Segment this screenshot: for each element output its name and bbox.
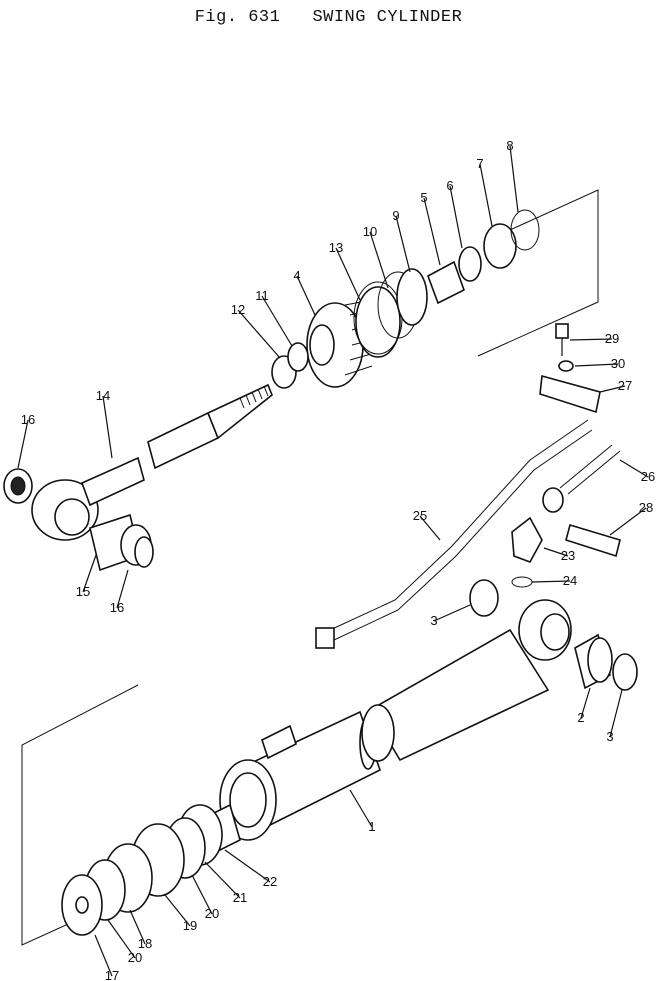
callout-leader-22 (164, 894, 191, 927)
callout-label-6: 4 (293, 268, 300, 283)
callout-leader-18 (17, 419, 29, 469)
callout-leader-1 (349, 789, 373, 828)
callout-leader-9 (479, 163, 493, 227)
clamp-28 (565, 523, 621, 558)
callout-leader-3 (433, 604, 471, 622)
callout-layer: 1233456789101112131415161617181920202122… (17, 138, 655, 981)
tube-25 (315, 419, 593, 649)
fig-title: SWING CYLINDER (312, 8, 463, 27)
ring-11 (287, 342, 309, 372)
group-boundary-lower (21, 684, 139, 946)
callout-label-16: 14 (96, 388, 110, 403)
washer-30 (558, 360, 574, 372)
callout-label-3: 3 (430, 613, 437, 628)
callout-label-25: 21 (233, 890, 247, 905)
callout-leader-10 (509, 145, 519, 213)
piston-rod-part (31, 383, 273, 541)
elbow-23 (511, 516, 543, 563)
callout-label-1: 1 (368, 819, 375, 834)
callout-leader-16 (102, 395, 113, 459)
title-kana: スイング シリンダ (0, 0, 657, 8)
fig-label: Fig. 631 (194, 8, 281, 27)
seal-3-upper (469, 579, 499, 617)
ring-9 (396, 268, 428, 326)
callout-leader-12 (369, 231, 389, 289)
callout-leader-17 (82, 554, 97, 593)
callout-label-19: 16 (110, 600, 124, 615)
callout-leader-20 (94, 934, 113, 977)
callout-leader-33 (569, 338, 613, 341)
callout-label-20: 17 (105, 968, 119, 981)
head-17 (61, 874, 103, 936)
callout-leader-28 (531, 580, 571, 583)
callout-leader-13 (261, 295, 293, 347)
seal-3-right (612, 653, 638, 691)
bushing-5 (427, 260, 465, 305)
callout-leader-4 (609, 689, 623, 738)
callout-label-26: 22 (263, 874, 277, 889)
callout-leader-25 (204, 861, 241, 899)
callout-label-12: 10 (363, 224, 377, 239)
callout-label-27: 23 (561, 548, 575, 563)
callout-leader-21 (129, 909, 146, 945)
callout-label-13: 11 (255, 288, 269, 303)
callout-leader-27 (543, 547, 569, 557)
tube-26 (542, 444, 621, 513)
bushing-2 (574, 633, 613, 690)
callout-leader-19 (116, 569, 129, 609)
cylinder-barrel-part (219, 710, 381, 841)
callout-label-29: 25 (413, 508, 427, 523)
callout-label-21: 18 (138, 936, 152, 951)
callout-label-17: 15 (76, 584, 90, 599)
callout-leader-11 (395, 215, 411, 273)
callout-leader-7 (423, 197, 441, 266)
callout-label-32: 28 (639, 500, 653, 515)
seal-6 (458, 246, 482, 282)
figure-title: スイング シリンダ Fig. 631 SWING CYLINDER (0, 0, 657, 27)
callout-leader-32 (609, 507, 647, 536)
callout-leader-31 (599, 385, 626, 393)
callout-leader-34 (574, 363, 619, 367)
callout-label-30: 26 (641, 469, 655, 484)
callout-label-33: 29 (605, 331, 619, 346)
callout-leader-26 (224, 849, 271, 883)
callout-label-31: 27 (618, 378, 632, 393)
callout-leader-8 (449, 185, 463, 249)
callout-label-34: 30 (611, 356, 625, 371)
callout-label-18: 16 (21, 412, 35, 427)
callout-label-15: 13 (329, 240, 343, 255)
group-boundary-upper (477, 189, 599, 357)
seal-16-lower (134, 536, 154, 568)
callout-label-14: 12 (231, 302, 245, 317)
bolt-29 (555, 323, 569, 356)
callout-leader-24 (191, 874, 213, 915)
callout-label-22: 19 (183, 918, 197, 933)
callout-label-8: 6 (446, 178, 453, 193)
cylinder-tube-part (361, 599, 572, 762)
callout-label-24: 20 (205, 906, 219, 921)
callout-leader-14 (237, 309, 281, 359)
callout-leader-6 (296, 275, 316, 316)
callout-label-28: 24 (563, 573, 577, 588)
callout-leader-29 (419, 515, 441, 541)
callout-leader-30 (619, 459, 649, 478)
callout-leader-2 (580, 687, 591, 719)
seal-16-left (3, 468, 33, 504)
callout-label-10: 8 (506, 138, 513, 153)
callout-label-9: 7 (476, 156, 483, 171)
callout-label-2: 2 (577, 710, 584, 725)
callout-label-11: 9 (392, 208, 399, 223)
ring-8 (510, 209, 540, 251)
callout-leader-23 (107, 919, 136, 959)
callout-label-7: 5 (420, 190, 427, 205)
cylinder-head-part (306, 286, 401, 388)
o-ring-24 (511, 576, 533, 588)
callout-label-23: 20 (128, 950, 142, 965)
callout-label-4: 3 (606, 729, 613, 744)
clamp-27 (539, 374, 601, 414)
callout-leader-15 (335, 247, 361, 301)
